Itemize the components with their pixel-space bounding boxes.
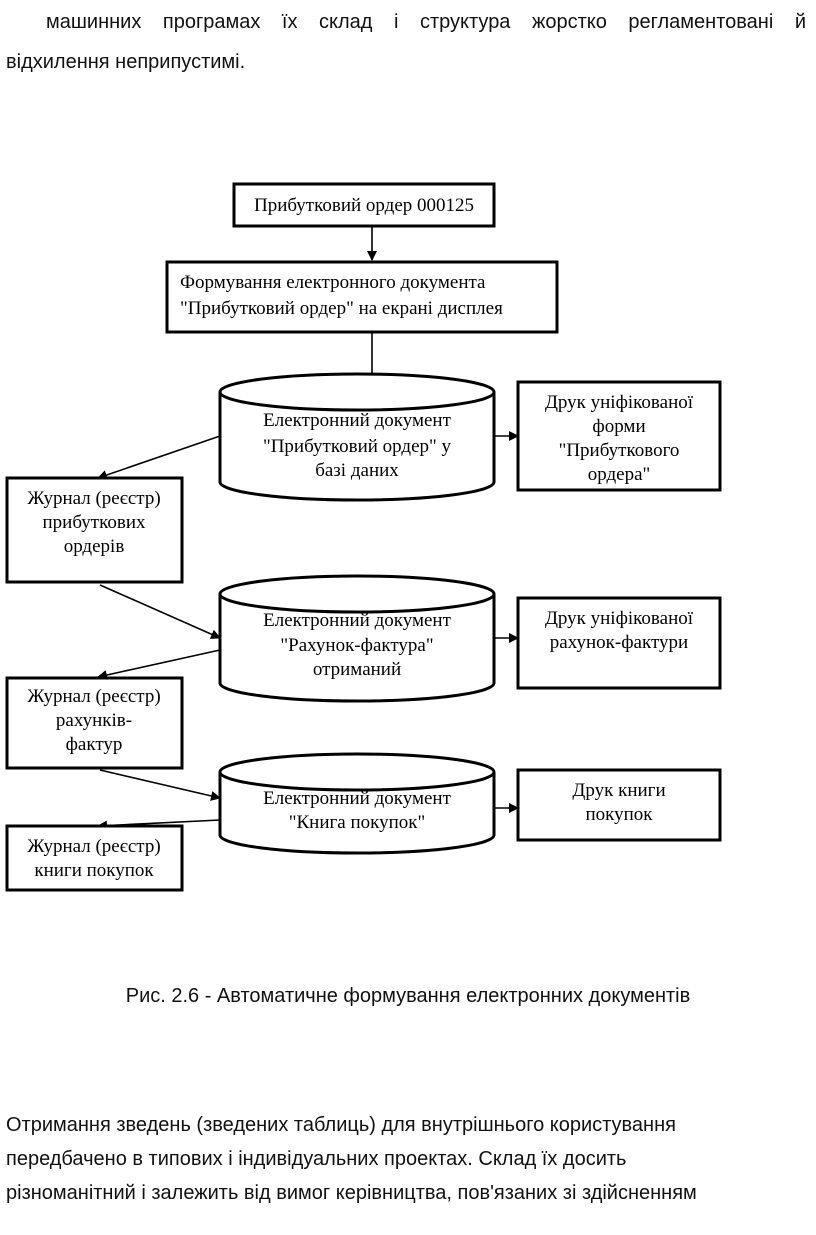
- document-flow-diagram: Прибутковий ордер 000125 Формування елек…: [5, 182, 722, 892]
- print-purchase-book-text: покупок: [585, 804, 653, 825]
- invoice-database-text: отриманий: [313, 659, 401, 680]
- paragraph-line: різноманітний і залежить від вимог керів…: [6, 1182, 697, 1204]
- journal-invoices-text: рахунків-: [56, 710, 132, 731]
- print-invoice-box: Друк уніфікованої рахунок-фактури: [516, 596, 722, 690]
- paragraph-line: Отримання зведень (зведених таблиць) для…: [6, 1114, 676, 1136]
- print-purchase-book-text: Друк книги: [572, 780, 665, 801]
- paragraph-line: машинних програмах їх склад і структура …: [46, 11, 806, 33]
- invoice-database-text: "Рахунок-фактура": [280, 635, 433, 656]
- print-form-text: "Прибуткового: [559, 440, 680, 461]
- forming-box: Формування електронного документа "Прибу…: [165, 260, 559, 334]
- journal-receipts-text: прибуткових: [43, 512, 146, 533]
- journal-receipts-box: Журнал (реєстр) прибуткових ордерів: [5, 476, 184, 584]
- print-form-box: Друк уніфікованої форми "Прибуткового ор…: [516, 380, 722, 492]
- order-text: Прибутковий ордер 000125: [254, 195, 474, 216]
- print-form-text: форми: [592, 416, 645, 437]
- paragraph-line: передбачено в типових і індивідуальних п…: [6, 1148, 627, 1170]
- journal-invoices-text: фактур: [66, 734, 123, 755]
- print-invoice-text: Друк уніфікованої: [545, 608, 694, 629]
- print-purchase-book-box: Друк книги покупок: [516, 768, 722, 842]
- arrow: [99, 584, 221, 639]
- journal-invoices-text: Журнал (реєстр): [27, 686, 160, 707]
- purchase-book-database-text: Електронний документ: [263, 788, 451, 809]
- receipt-database-text: "Прибутковий ордер" у: [263, 436, 452, 457]
- paragraph-line: відхилення неприпустимі.: [6, 51, 246, 73]
- journal-purchase-book-text: книги покупок: [34, 860, 154, 881]
- print-invoice-text: рахунок-фактури: [550, 632, 688, 653]
- journal-purchase-book-text: Журнал (реєстр): [27, 836, 160, 857]
- arrow: [99, 769, 221, 801]
- print-form-text: ордера": [588, 464, 651, 485]
- receipt-database-cylinder: Електронний документ "Прибутковий ордер"…: [218, 372, 496, 502]
- arrow: [97, 649, 221, 680]
- figure-caption: Рис. 2.6 - Автоматичне формування електр…: [125, 985, 691, 1007]
- receipt-database-text: Електронний документ: [263, 410, 451, 431]
- journal-invoices-box: Журнал (реєстр) рахунків- фактур: [5, 676, 184, 770]
- receipt-database-text: базі даних: [315, 460, 399, 481]
- journal-receipts-text: Журнал (реєстр): [27, 488, 160, 509]
- top-paragraph: машинних програмах їх склад і структура …: [6, 2, 806, 82]
- journal-purchase-book-box: Журнал (реєстр) книги покупок: [5, 824, 184, 892]
- invoice-database-text: Електронний документ: [263, 610, 451, 631]
- arrow: [97, 435, 221, 480]
- purchase-book-database-text: "Книга покупок": [289, 812, 426, 833]
- bottom-paragraph: Отримання зведень (зведених таблиць) для…: [6, 1108, 806, 1210]
- journal-receipts-text: ордерів: [64, 536, 125, 557]
- forming-text: "Прибутковий ордер" на екрані дисплея: [180, 298, 503, 319]
- invoice-database-cylinder: Електронний документ "Рахунок-фактура" о…: [218, 574, 496, 703]
- purchase-book-database-cylinder: Електронний документ "Книга покупок": [218, 752, 496, 855]
- order-box: Прибутковий ордер 000125: [232, 182, 496, 228]
- print-form-text: Друк уніфікованої: [545, 392, 694, 413]
- forming-text: Формування електронного документа: [180, 272, 486, 293]
